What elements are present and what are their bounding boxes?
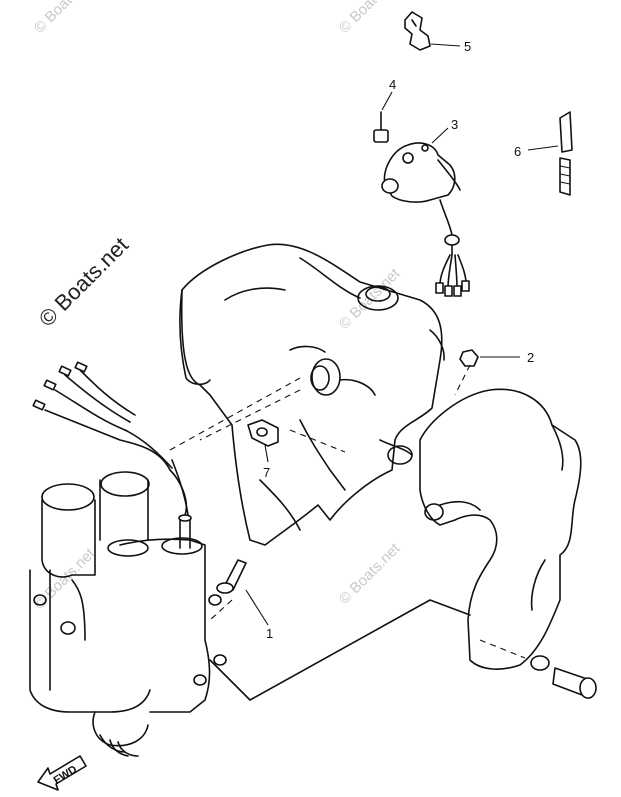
callout-label-2: 2 — [527, 350, 534, 365]
watermark-top-right: © Boats.net — [336, 0, 404, 37]
watermark-lower-left: © Boats.net — [31, 545, 99, 613]
wire-harness — [32, 361, 188, 516]
trim-sensor — [381, 142, 470, 297]
bolt-part-1 — [216, 559, 247, 594]
callouts: 5 4 3 6 2 7 1 — [263, 39, 534, 641]
callout-leaders — [245, 43, 559, 626]
clip-part-5 — [404, 11, 431, 51]
callout-label-1: 1 — [266, 626, 273, 641]
callout-label-6: 6 — [514, 144, 521, 159]
reference-lines — [209, 599, 471, 701]
copyright-watermark: © Boats.net — [34, 232, 133, 331]
callout-label-5: 5 — [464, 39, 471, 54]
watermarks: © Boats.net © Boats.net © Boats.net © Bo… — [31, 0, 404, 613]
watermark-top-left: © Boats.net — [31, 0, 99, 37]
fwd-arrow: FWD — [37, 755, 87, 791]
watermark-lower-right: © Boats.net — [336, 540, 404, 608]
callout-label-3: 3 — [451, 117, 458, 132]
cable-tie-part-6 — [559, 111, 573, 196]
lower-bolt-assembly — [530, 655, 597, 699]
clamp-bracket — [419, 388, 582, 670]
tilt-unit — [29, 459, 227, 757]
bolt-part-4 — [373, 111, 389, 143]
alignment-lines — [169, 364, 526, 659]
clamp-part-7 — [247, 419, 279, 447]
callout-label-4: 4 — [389, 77, 396, 92]
nut-part-2 — [459, 349, 479, 367]
bracket-assembly — [179, 243, 445, 546]
callout-label-7: 7 — [263, 465, 270, 480]
